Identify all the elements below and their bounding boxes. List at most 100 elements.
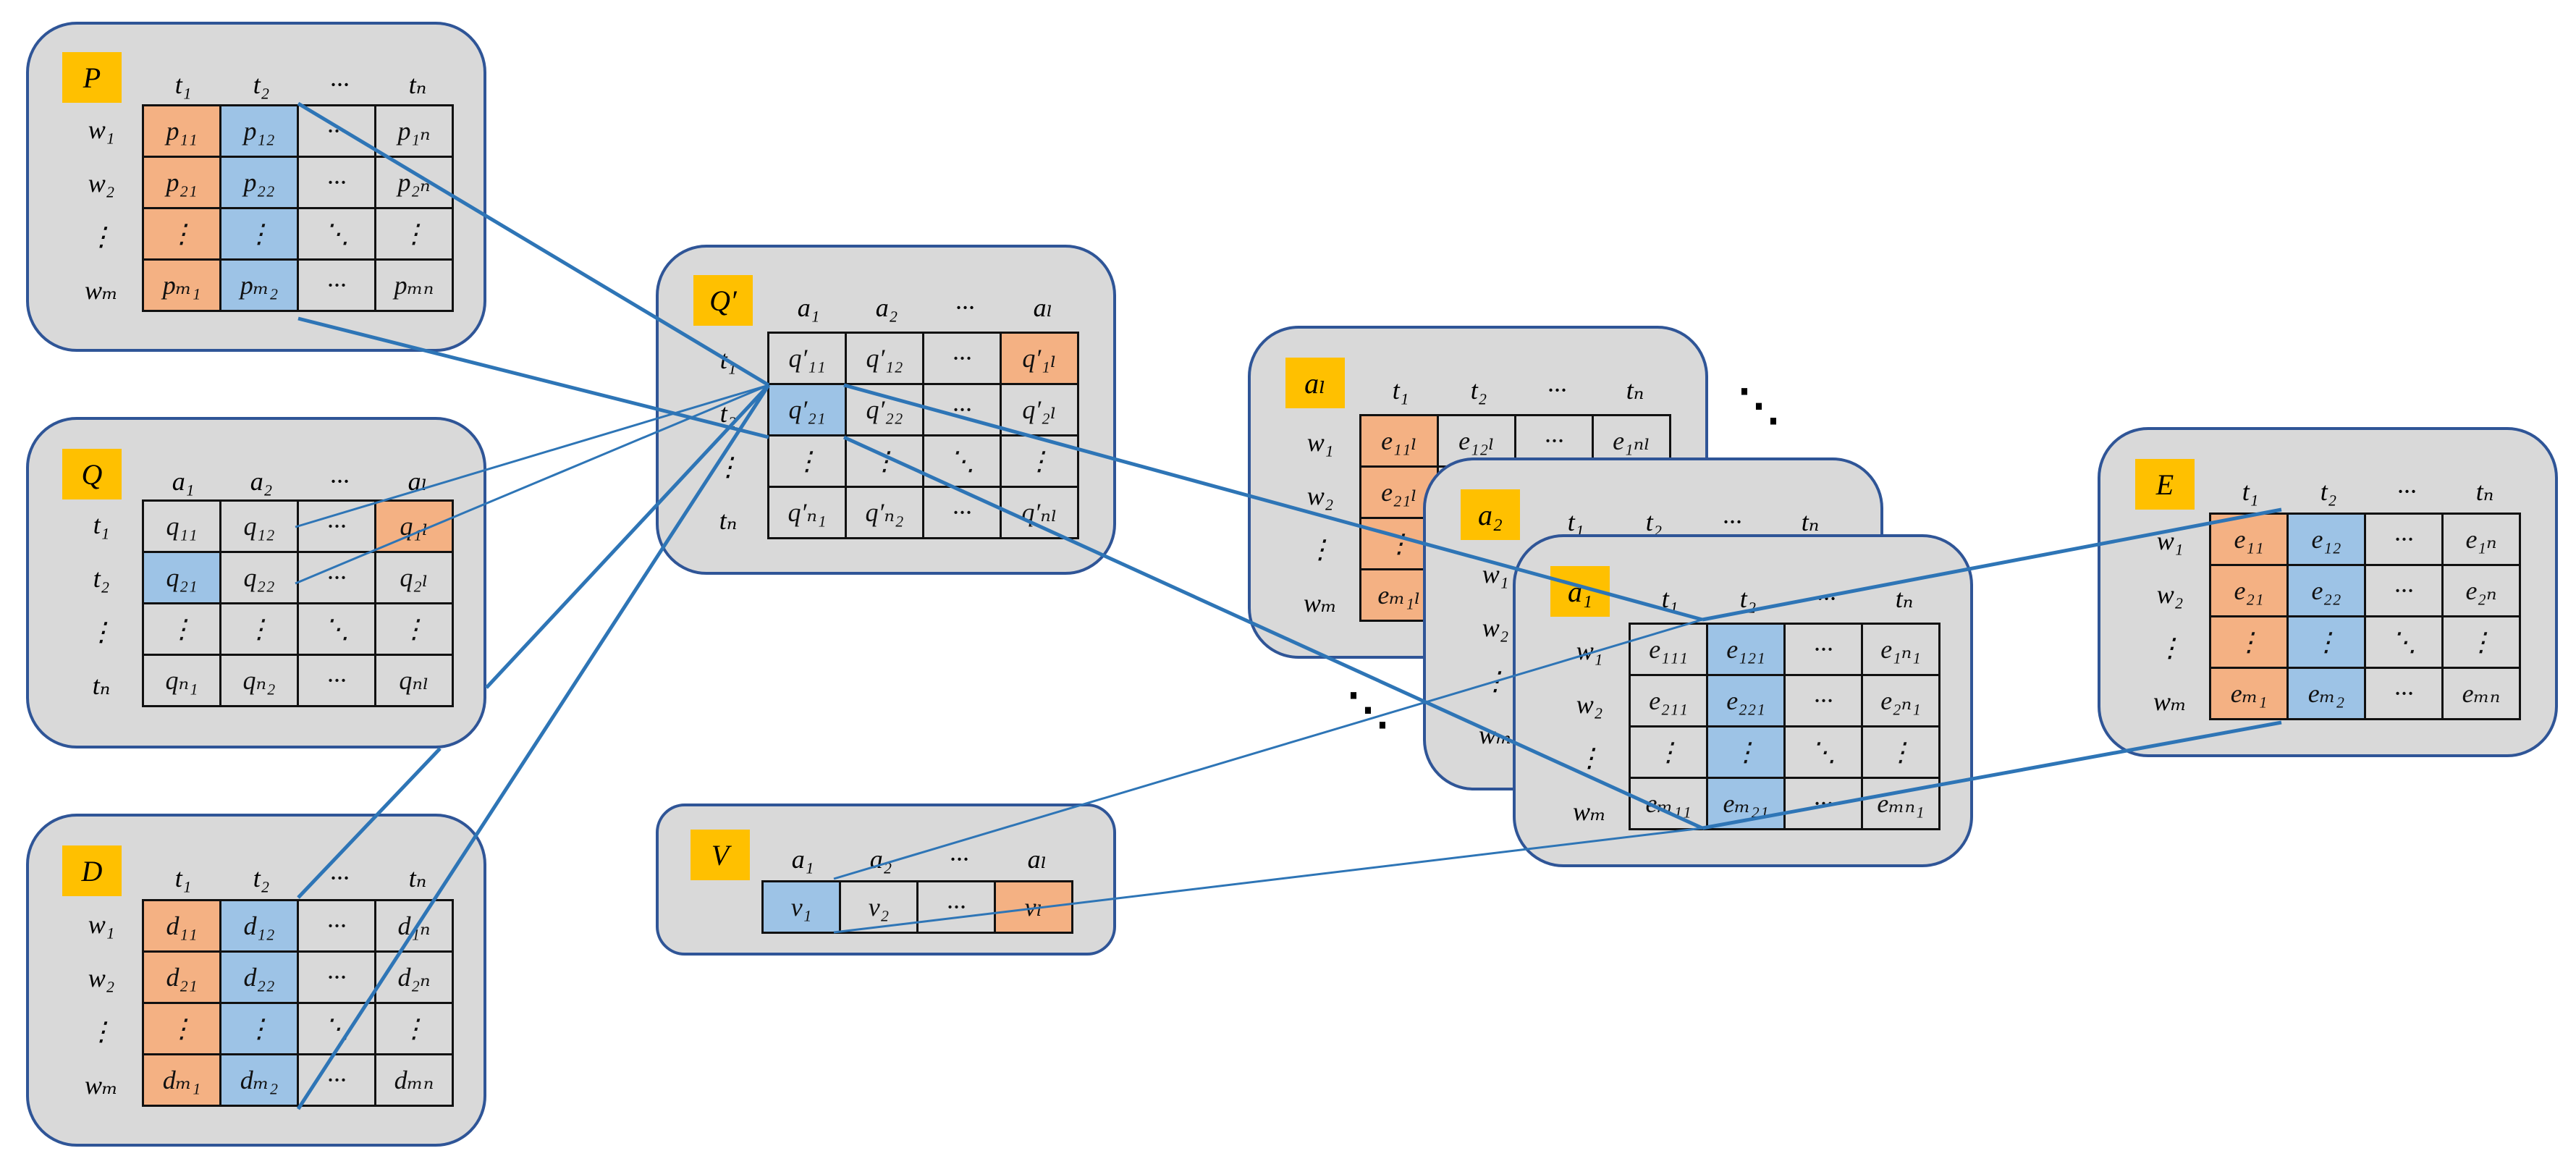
row-label: ⋮ (1576, 743, 1602, 772)
col-header: t₂ (253, 864, 270, 893)
cell: p₂ₙ (374, 156, 454, 209)
cell: qₙ₂ (219, 654, 299, 707)
row-label: t₁ (93, 510, 110, 539)
col-header: t₁ (174, 70, 192, 99)
row-label: w₂ (88, 169, 115, 198)
cell: e₁₁₁ (1629, 623, 1708, 676)
cell: ··· (297, 551, 376, 604)
cell: p₁₁ (142, 104, 221, 158)
cell: d₂₁ (142, 950, 221, 1004)
col-header: t₁ (1392, 376, 1409, 405)
row-label: tₙ (92, 671, 111, 700)
cell: ⋮ (219, 602, 299, 656)
col-header: tₙ (408, 864, 427, 893)
cell: eₘ₁ (2209, 667, 2289, 720)
row-label: wₘ (1303, 589, 1338, 617)
cell: eₘ₂₁ (1706, 777, 1786, 830)
cell: ··· (922, 332, 1002, 385)
cell: qₙ₁ (142, 654, 221, 707)
col-header: tₙ (1626, 376, 1644, 405)
cell: ⋱ (922, 434, 1002, 488)
row-label: ⋮ (88, 1017, 114, 1046)
col-header: a₂ (875, 293, 898, 322)
cell: qₙₗ (374, 654, 454, 707)
cell: ··· (297, 258, 376, 312)
cell: e₂ₙ₁ (1861, 674, 1941, 728)
row-label: w₂ (2156, 580, 2184, 609)
cell: ··· (1783, 623, 1863, 676)
cell: q′₂₁ (767, 383, 847, 436)
col-header: tₙ (2475, 477, 2494, 506)
cell: q₁₂ (219, 499, 299, 553)
tag-a-l: aₗ (1285, 358, 1345, 408)
cell: ⋮ (142, 207, 221, 261)
tag-Q-prime: Q′ (693, 275, 753, 326)
tag-a-1: a₁ (1550, 566, 1610, 617)
stack-ellipsis-top: ⋱ (1737, 381, 1781, 429)
col-header: a₁ (172, 467, 195, 496)
cell: v₂ (839, 880, 919, 934)
cell: d₂₂ (219, 950, 299, 1004)
row-label: t₁ (719, 345, 737, 374)
cell: ⋱ (297, 207, 376, 261)
tag-E: E (2135, 459, 2195, 510)
cell: e₂ₙ (2441, 564, 2521, 617)
cell: ··· (2364, 513, 2444, 566)
cell: q₁₁ (142, 499, 221, 553)
cell: ··· (297, 499, 376, 553)
cell: ··· (1783, 674, 1863, 728)
cell: vₗ (994, 880, 1073, 934)
col-header: t₂ (1470, 376, 1487, 405)
tag-P: P (62, 52, 122, 103)
cell: eₘ₂ (2286, 667, 2366, 720)
cell: v₁ (761, 880, 841, 934)
cell: ⋮ (219, 1002, 299, 1055)
row-label: wₘ (84, 276, 119, 305)
row-label: w₂ (1576, 690, 1603, 719)
col-header: ··· (1816, 584, 1836, 613)
cell: pₘ₂ (219, 258, 299, 312)
row-label: ⋮ (88, 617, 114, 646)
cell: q′ₙ₂ (845, 486, 924, 539)
col-header: ··· (955, 293, 975, 322)
cell: q₂₂ (219, 551, 299, 604)
cell: ⋮ (767, 434, 847, 488)
cell: eₘ₁₁ (1629, 777, 1708, 830)
row-label: tₙ (719, 506, 738, 535)
col-header: ··· (329, 467, 350, 496)
cell: ⋮ (1000, 434, 1079, 488)
cell: p₂₂ (219, 156, 299, 209)
cell: e₁₁ₗ (1359, 414, 1439, 468)
row-label: w₁ (88, 115, 115, 144)
col-header: ··· (1547, 376, 1567, 405)
col-header: t₂ (1739, 584, 1757, 613)
cell: ⋱ (1783, 725, 1863, 779)
tag-a-2: a₂ (1461, 489, 1520, 540)
cell: ··· (922, 383, 1002, 436)
cell: eₘₙ (2441, 667, 2521, 720)
cell: ⋱ (2364, 615, 2444, 669)
cell: ⋮ (374, 602, 454, 656)
row-label: w₁ (1576, 636, 1603, 665)
cell: e₂₂₁ (1706, 674, 1786, 728)
cell: ⋮ (2441, 615, 2521, 669)
row-label: w₁ (2156, 526, 2184, 555)
row-label: ⋮ (1307, 535, 1333, 564)
cell: ··· (297, 156, 376, 209)
cell: ⋮ (845, 434, 924, 488)
cell: q′₁₂ (845, 332, 924, 385)
cell: p₂₁ (142, 156, 221, 209)
cell: q′₁₁ (767, 332, 847, 385)
cell: ··· (297, 899, 376, 953)
cell: e₁ₙ₁ (1861, 623, 1941, 676)
cell: pₘₙ (374, 258, 454, 312)
stack-ellipsis-bottom: ⋱ (1346, 686, 1390, 733)
cell: ⋮ (374, 1002, 454, 1055)
cell: ··· (297, 104, 376, 158)
tag-Q: Q (62, 449, 122, 499)
